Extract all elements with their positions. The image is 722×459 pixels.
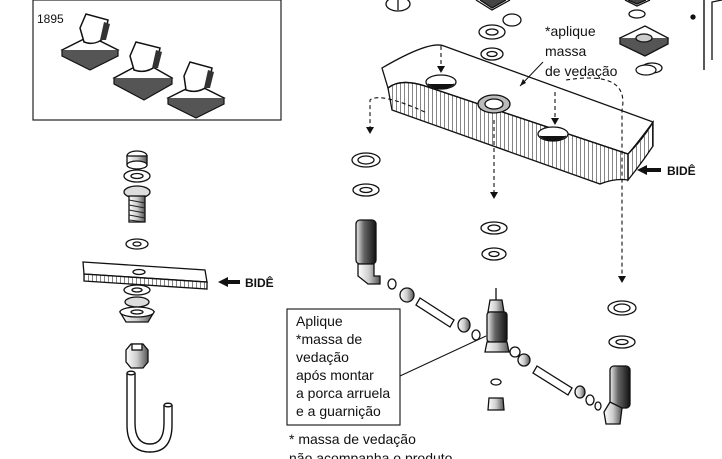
model-number: 1895: [37, 12, 64, 26]
handle-center-icon: [112, 41, 174, 101]
callout-line-1: Aplique: [296, 313, 343, 329]
callout-line-4: após montar: [296, 367, 374, 383]
bide-arrow-left: BIDÊ: [218, 275, 274, 290]
aplique-line-2: massa: [545, 43, 586, 59]
aplique-line-3: de vedação: [545, 63, 618, 79]
handle-right-icon: [166, 61, 226, 119]
bide-label-right: BIDÊ: [667, 163, 696, 178]
bide-arrow-right: BIDÊ: [637, 163, 696, 178]
guide-arrowheads: [366, 66, 626, 283]
handle-left-icon: [60, 13, 120, 71]
guide-lines: [369, 46, 624, 280]
aplique-note: *aplique massa de vedação: [519, 23, 657, 87]
callout-line-6: e a guarnição: [296, 403, 381, 419]
bide-label-left: BIDÊ: [245, 275, 274, 290]
model-inset-box: 1895: [32, 0, 282, 121]
left-assembly: [82, 150, 208, 453]
lower-assembly: [351, 152, 637, 425]
callout-line-5: a porca arruela: [296, 385, 390, 401]
aplique-line-1: *aplique: [545, 23, 596, 39]
footnote-line-2: não acompanha o produto: [289, 450, 453, 459]
bide-slab-right: [381, 44, 654, 185]
footnote-line-1: * massa de vedação: [289, 431, 416, 447]
top-parts: [385, 0, 722, 74]
callout-box: Aplique *massa de vedação após montar a …: [286, 308, 487, 426]
callout-line-3: vedação: [296, 349, 349, 365]
footnote: * massa de vedação não acompanha o produ…: [289, 431, 453, 459]
callout-line-2: *massa de: [296, 331, 362, 347]
